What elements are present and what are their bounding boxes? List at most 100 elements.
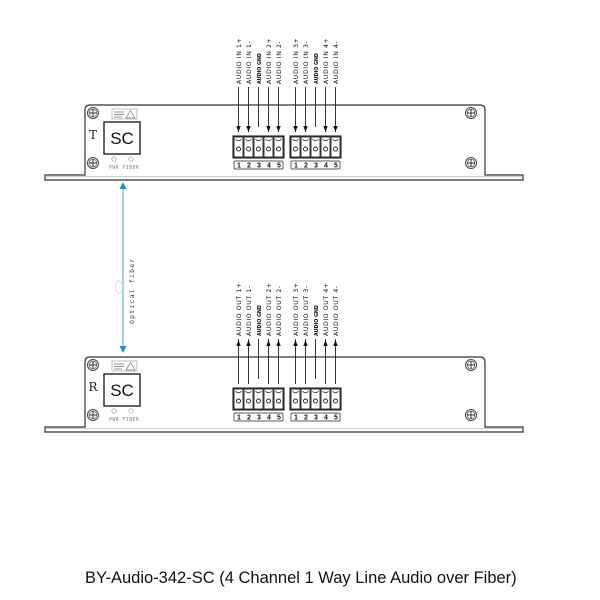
terminal-screw-icon bbox=[266, 146, 271, 152]
screw-icon bbox=[87, 359, 99, 371]
terminal-number-strip bbox=[233, 412, 284, 422]
terminal-screw-icon bbox=[293, 146, 298, 152]
pin-label: AUDIO OUT 2- bbox=[276, 285, 283, 336]
pin-label: AUDIO OUT 4- bbox=[333, 285, 340, 336]
pin-label: AUDIO IN 1- bbox=[246, 41, 253, 84]
terminal-number: 3 bbox=[257, 415, 261, 422]
pin-label: AUDIO GND bbox=[314, 53, 320, 84]
terminal-screw-icon bbox=[246, 146, 251, 152]
terminal-screw-icon bbox=[236, 398, 241, 404]
terminal-number: 3 bbox=[257, 163, 261, 170]
terminal-screw-icon bbox=[256, 146, 261, 152]
fiber-label: Optical fiber bbox=[128, 258, 136, 324]
terminal-number: 1 bbox=[294, 415, 298, 422]
pin-label: AUDIO IN 4- bbox=[333, 41, 340, 84]
terminal-screw-icon bbox=[313, 146, 318, 152]
sc-connector-label: SC bbox=[110, 129, 134, 148]
fiber-led-icon bbox=[128, 156, 134, 162]
terminal-screw-icon bbox=[313, 398, 318, 404]
pin-label: AUDIO IN 2- bbox=[276, 41, 283, 84]
arrow-down-icon bbox=[236, 126, 241, 132]
arrow-up-icon bbox=[293, 340, 298, 346]
pin-label: AUDIO GND bbox=[314, 305, 320, 336]
terminal-number: 2 bbox=[247, 163, 251, 170]
pin-label: AUDIO OUT 4+ bbox=[323, 282, 330, 336]
arrow-up-icon bbox=[333, 340, 338, 346]
terminal-screw-icon bbox=[246, 398, 251, 404]
arrow-up-icon bbox=[303, 340, 308, 346]
terminal-number: 2 bbox=[247, 415, 251, 422]
terminal-number: 3 bbox=[314, 163, 318, 170]
terminal-number-strip bbox=[233, 160, 284, 170]
arrow-up-icon bbox=[276, 340, 281, 346]
pin-label: AUDIO OUT 2+ bbox=[266, 282, 273, 336]
laser-warning-label: INVISIBLE LASER RADIATION bbox=[111, 108, 138, 120]
terminal-screw-icon bbox=[236, 146, 241, 152]
pin-label: AUDIO GND bbox=[257, 305, 263, 336]
pwr-led-icon bbox=[111, 408, 117, 414]
terminal-number-strip bbox=[290, 160, 341, 170]
arrow-down-icon bbox=[246, 126, 251, 132]
laser-warning-label: INVISIBLE LASER RADIATION bbox=[111, 360, 138, 372]
fiber-led-label: FIBER bbox=[123, 417, 139, 423]
terminal-screw-icon bbox=[333, 398, 338, 404]
fiber-arrow-down-icon bbox=[119, 346, 127, 353]
arrow-down-icon bbox=[303, 126, 308, 132]
terminal-number: 5 bbox=[334, 163, 338, 170]
arrow-down-icon bbox=[333, 126, 338, 132]
pwr-led-label: PWR bbox=[109, 417, 119, 423]
screw-icon bbox=[87, 157, 99, 169]
terminal-number: 2 bbox=[304, 415, 308, 422]
pin-label: AUDIO IN 3+ bbox=[293, 38, 300, 84]
pin-label: AUDIO OUT 1- bbox=[246, 285, 253, 336]
terminal-screw-icon bbox=[276, 398, 281, 404]
terminal-screw-icon bbox=[276, 146, 281, 152]
laser-hazard-icon bbox=[125, 109, 136, 119]
pwr-led-label: PWR bbox=[109, 165, 119, 171]
pin-label: AUDIO IN 3- bbox=[303, 41, 310, 84]
terminal-screw-icon bbox=[303, 146, 308, 152]
terminal-number-strip bbox=[290, 412, 341, 422]
arrow-down-icon bbox=[266, 126, 271, 132]
fiber-led-label: FIBER bbox=[123, 165, 139, 171]
side-label: T bbox=[89, 128, 97, 142]
terminal-screw-icon bbox=[293, 398, 298, 404]
arrow-up-icon bbox=[246, 340, 251, 346]
screw-icon bbox=[465, 157, 477, 169]
terminal-number: 1 bbox=[294, 163, 298, 170]
arrow-down-icon bbox=[293, 126, 298, 132]
fiber-led-icon bbox=[128, 408, 134, 414]
screw-icon bbox=[465, 409, 477, 421]
arrow-up-icon bbox=[236, 340, 241, 346]
arrow-up-icon bbox=[266, 340, 271, 346]
terminal-number: 5 bbox=[334, 415, 338, 422]
fiber-coil-icon bbox=[115, 280, 123, 294]
fiber-arrow-up-icon bbox=[119, 182, 127, 189]
sc-connector-port: SC bbox=[103, 373, 141, 407]
arrow-up-icon bbox=[323, 340, 328, 346]
terminal-number: 4 bbox=[324, 415, 328, 422]
terminal-number: 4 bbox=[324, 163, 328, 170]
terminal-screw-icon bbox=[333, 146, 338, 152]
pin-label: AUDIO OUT 1+ bbox=[236, 282, 243, 336]
pin-label: AUDIO IN 1+ bbox=[236, 38, 243, 84]
optical-fiber-link: Optical fiber bbox=[115, 182, 136, 353]
terminal-number: 2 bbox=[304, 163, 308, 170]
sc-connector-port: SC bbox=[103, 121, 141, 155]
screw-icon bbox=[465, 107, 477, 119]
laser-hazard-icon bbox=[125, 361, 136, 371]
terminal-screw-icon bbox=[323, 398, 328, 404]
side-label: R bbox=[88, 380, 98, 394]
pin-label: AUDIO IN 2+ bbox=[266, 38, 273, 84]
terminal-number: 1 bbox=[237, 163, 241, 170]
terminal-number: 3 bbox=[314, 415, 318, 422]
product-title: BY-Audio-342-SC (4 Channel 1 Way Line Au… bbox=[85, 569, 517, 587]
arrow-down-icon bbox=[276, 126, 281, 132]
